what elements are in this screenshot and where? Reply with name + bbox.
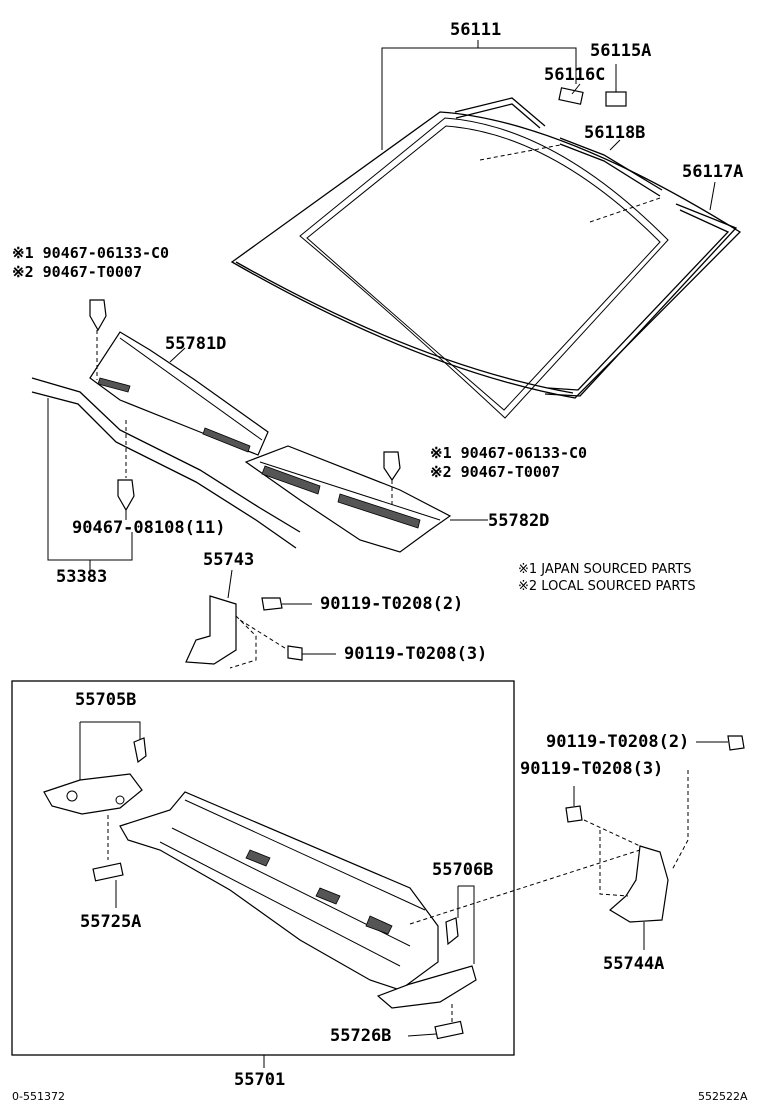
label-55705b: 55705B bbox=[75, 690, 137, 710]
label-clip-right-1: ※1 90467-06133-C0 bbox=[430, 444, 588, 462]
bracket-55706b bbox=[376, 885, 477, 1009]
weatherstrip-53383 bbox=[31, 377, 301, 533]
cowl-panel-55781d bbox=[89, 331, 269, 456]
label-56118b: 56118B bbox=[584, 123, 646, 143]
label-55726b: 55726B bbox=[330, 1026, 392, 1046]
bracket-55743 bbox=[185, 569, 336, 669]
bracket-55705b bbox=[43, 721, 147, 815]
label-55743: 55743 bbox=[203, 550, 255, 570]
label-clip-bottom: 90467-08108(11) bbox=[72, 518, 226, 538]
footer-left-code: 0-551372 bbox=[12, 1090, 65, 1103]
label-bolt-r3: 90119-T0208(3) bbox=[520, 759, 664, 779]
clip-top-right bbox=[383, 451, 401, 482]
label-56117a: 56117A bbox=[682, 162, 744, 182]
clip-56115a bbox=[605, 91, 627, 107]
label-bolt-2: 90119-T0208(2) bbox=[320, 594, 464, 614]
label-55782d: 55782D bbox=[488, 511, 550, 531]
pad-55725a bbox=[92, 862, 124, 882]
label-55725a: 55725A bbox=[80, 912, 142, 932]
label-clip-top-2: ※2 90467-T0007 bbox=[12, 263, 142, 281]
label-55781d: 55781D bbox=[165, 334, 227, 354]
label-55706b: 55706B bbox=[432, 860, 494, 880]
assembly-box-55701 bbox=[11, 680, 515, 1056]
clip-56116c bbox=[558, 87, 584, 105]
label-53383: 53383 bbox=[56, 567, 108, 587]
label-55701: 55701 bbox=[234, 1070, 286, 1090]
windshield-glass bbox=[230, 111, 742, 419]
note-japan: ※1 JAPAN SOURCED PARTS bbox=[518, 562, 692, 577]
label-55744a: 55744A bbox=[603, 954, 665, 974]
molding-56117a bbox=[544, 203, 738, 397]
molding-56118b bbox=[559, 137, 663, 191]
label-bolt-3: 90119-T0208(3) bbox=[344, 644, 488, 664]
label-56111: 56111 bbox=[450, 20, 502, 40]
label-clip-top-1: ※1 90467-06133-C0 bbox=[12, 244, 170, 262]
bracket-55744a bbox=[409, 735, 745, 950]
label-56116c: 56116C bbox=[544, 65, 606, 85]
note-local: ※2 LOCAL SOURCED PARTS bbox=[518, 579, 696, 594]
footer-right-code: 552522A bbox=[698, 1090, 748, 1103]
pad-55726b bbox=[434, 1020, 464, 1040]
label-bolt-r2: 90119-T0208(2) bbox=[546, 732, 690, 752]
clip-top-left bbox=[89, 299, 107, 332]
cowl-panel-55782d bbox=[244, 445, 452, 553]
molding-top bbox=[454, 97, 546, 127]
cowl-panel-55701 bbox=[119, 791, 439, 991]
label-clip-right-2: ※2 90467-T0007 bbox=[430, 463, 560, 481]
label-56115a: 56115A bbox=[590, 41, 652, 61]
clip-bottom bbox=[117, 479, 135, 512]
